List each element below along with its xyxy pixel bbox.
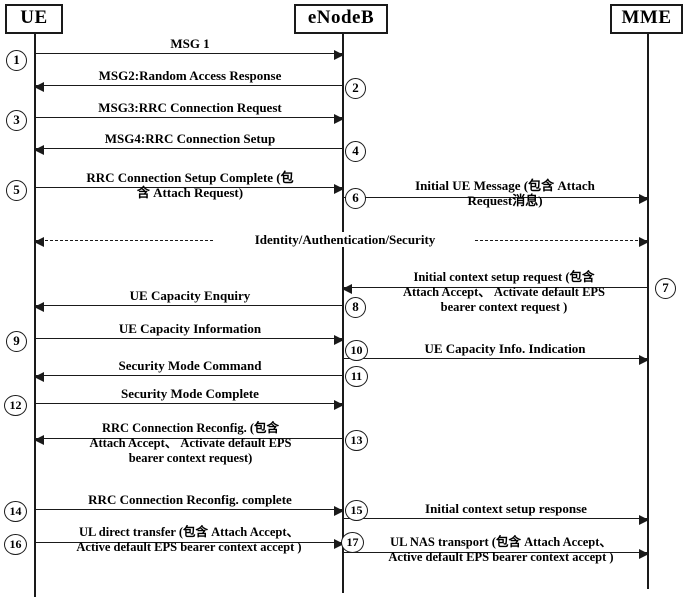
message-arrow-6[interactable]	[343, 193, 649, 204]
step-number-9[interactable]: 9	[6, 331, 27, 352]
step-number-12[interactable]: 12	[4, 395, 27, 416]
step-number-8[interactable]: 8	[345, 297, 366, 318]
message-arrow-5[interactable]	[35, 183, 344, 194]
message-arrow-10[interactable]	[343, 354, 649, 365]
actor-box-enodeb[interactable]: eNodeB	[294, 4, 388, 34]
step-number-15[interactable]: 15	[345, 500, 368, 521]
arrowhead-left-icon	[34, 236, 44, 247]
message-label-1: MSG 1	[170, 36, 210, 51]
actor-label: UE	[20, 7, 48, 28]
message-label-11: Security Mode Command	[118, 358, 262, 373]
message-label-17: UL NAS transport (包含 Attach Accept、 Acti…	[388, 535, 614, 564]
arrowhead-right-icon	[334, 399, 344, 410]
message-label-6: Initial UE Message (包含 Attach Request消息)	[415, 178, 595, 209]
message-arrow-3[interactable]	[35, 113, 344, 124]
arrowhead-left-icon	[34, 371, 44, 382]
arrowhead-right-icon	[639, 236, 649, 247]
message-arrow-8[interactable]	[34, 301, 343, 312]
message-arrow-12[interactable]	[35, 399, 344, 410]
step-number-5[interactable]: 5	[6, 180, 27, 201]
message-label-14: RRC Connection Reconfig. complete	[88, 492, 292, 507]
actor-box-ue[interactable]: UE	[5, 4, 63, 34]
message-arrow-11[interactable]	[34, 371, 343, 382]
message-label-10: UE Capacity Info. Indication	[424, 341, 586, 356]
message-label-2: MSG2:Random Access Response	[98, 68, 282, 83]
lifeline-enodeb	[342, 34, 344, 593]
actor-box-mme[interactable]: MME	[610, 4, 683, 34]
arrowhead-right-icon	[334, 113, 344, 124]
step-number-4[interactable]: 4	[345, 141, 366, 162]
step-number-7[interactable]: 7	[655, 278, 676, 299]
step-number-2[interactable]: 2	[345, 78, 366, 99]
step-number-3[interactable]: 3	[6, 110, 27, 131]
step-number-13[interactable]: 13	[345, 430, 368, 451]
arrowhead-left-icon	[34, 434, 44, 445]
arrowhead-right-icon	[639, 354, 649, 365]
arrowhead-right-icon	[334, 334, 344, 345]
arrowhead-right-icon	[639, 514, 649, 525]
arrowhead-left-icon	[342, 283, 352, 294]
message-arrow-16[interactable]	[35, 538, 344, 549]
message-arrow-identity[interactable]	[34, 236, 649, 247]
message-label-12: Security Mode Complete	[121, 386, 259, 401]
message-label-8: UE Capacity Enquiry	[129, 288, 251, 303]
step-number-6[interactable]: 6	[345, 188, 366, 209]
lifeline-mme	[647, 34, 649, 589]
actor-label: MME	[621, 7, 672, 28]
message-label-3: MSG3:RRC Connection Request	[98, 100, 282, 115]
arrowhead-left-icon	[34, 301, 44, 312]
step-number-14[interactable]: 14	[4, 501, 27, 522]
message-label-16: UL direct transfer (包含 Attach Accept、 Ac…	[76, 525, 302, 554]
message-label-9: UE Capacity Information	[118, 321, 262, 336]
step-number-11[interactable]: 11	[345, 366, 368, 387]
lifeline-ue	[34, 34, 36, 597]
message-label-4: MSG4:RRC Connection Setup	[104, 131, 276, 146]
message-label-13: RRC Connection Reconfig. (包含 Attach Acce…	[89, 421, 292, 465]
arrowhead-right-icon	[334, 538, 344, 549]
message-arrow-9[interactable]	[35, 334, 344, 345]
step-number-1[interactable]: 1	[6, 50, 27, 71]
message-arrow-2[interactable]	[34, 81, 343, 92]
message-arrow-13[interactable]	[34, 434, 343, 445]
message-arrow-4[interactable]	[34, 144, 343, 155]
step-number-16[interactable]: 16	[4, 534, 27, 555]
arrowhead-left-icon	[34, 81, 44, 92]
message-arrow-14[interactable]	[35, 505, 344, 516]
message-label-15: Initial context setup response	[425, 501, 587, 516]
arrowhead-right-icon	[334, 183, 344, 194]
message-arrow-17[interactable]	[343, 548, 649, 559]
step-number-17[interactable]: 17	[341, 532, 364, 553]
message-arrow-1[interactable]	[35, 49, 344, 60]
message-label-7: Initial context setup request (包含 Attach…	[402, 270, 606, 314]
arrowhead-right-icon	[334, 49, 344, 60]
arrowhead-right-icon	[639, 548, 649, 559]
actor-label: eNodeB	[307, 7, 375, 28]
message-arrow-7[interactable]	[342, 283, 648, 294]
arrowhead-right-icon	[639, 193, 649, 204]
message-arrow-15[interactable]	[343, 514, 649, 525]
arrowhead-left-icon	[34, 144, 44, 155]
arrowhead-right-icon	[334, 505, 344, 516]
step-number-10[interactable]: 10	[345, 340, 368, 361]
message-label-5: RRC Connection Setup Complete (包 含 Attac…	[86, 170, 294, 201]
